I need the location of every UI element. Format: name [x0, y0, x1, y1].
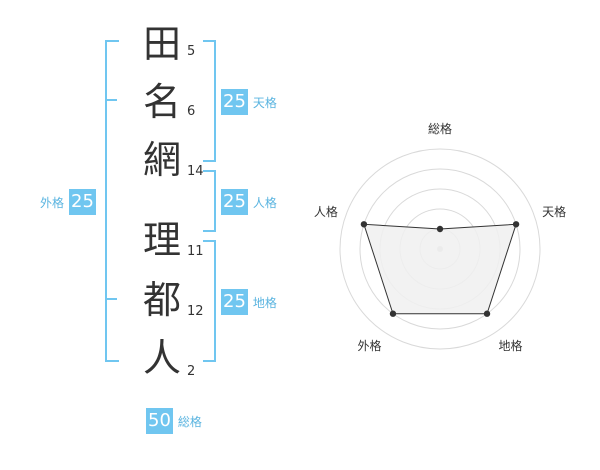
stroke-count-1: 5: [187, 44, 196, 59]
radar-area: [363, 223, 517, 315]
radar-point-3: [483, 310, 491, 317]
radar-point-1: [436, 225, 444, 233]
radar-axis-label-5: 人格: [314, 204, 338, 219]
radar-ring-5: [339, 148, 541, 350]
soukaku-badge: 50 総格: [146, 408, 202, 434]
name-char-3: 網: [142, 138, 181, 182]
radar-axis-label-4: 外格: [357, 338, 381, 353]
gaikaku-badge: 25 外格: [40, 189, 96, 215]
gaikaku-label: 外格: [40, 195, 65, 210]
gaikaku-bracket: [105, 40, 119, 362]
chikaku-label: 地格: [252, 295, 277, 310]
tenkaku-badge: 25 天格: [221, 89, 277, 115]
jinkaku-value: 25: [221, 189, 248, 215]
name-char-6: 人: [142, 336, 181, 380]
tenkaku-bracket: [203, 40, 216, 162]
name-char-4: 理: [142, 218, 181, 262]
radar-axis-label-3: 地格: [499, 338, 523, 353]
name-char-2: 名: [142, 80, 181, 124]
jinkaku-bracket: [203, 170, 216, 232]
radar-ring-4: [359, 168, 521, 330]
jinkaku-badge: 25 人格: [221, 189, 277, 215]
name-char-5: 都: [142, 278, 181, 322]
radar-axis-label-1: 総格: [428, 121, 452, 136]
stroke-count-2: 6: [187, 104, 196, 119]
gaikaku-bracket-tick-upper: [105, 99, 117, 101]
jinkaku-label: 人格: [252, 195, 277, 210]
gaikaku-bracket-tick-lower: [105, 298, 117, 300]
chikaku-bracket: [203, 240, 216, 362]
tenkaku-value: 25: [221, 89, 248, 115]
stroke-count-4: 11: [187, 244, 204, 259]
soukaku-label: 総格: [177, 414, 202, 429]
radar-point-4: [389, 310, 397, 317]
stroke-count-3: 14: [187, 164, 204, 179]
soukaku-value: 50: [146, 408, 173, 434]
name-char-1: 田: [142, 22, 181, 66]
radar-points: [360, 221, 520, 317]
tenkaku-label: 天格: [252, 95, 277, 110]
radar-axis-label-2: 天格: [542, 204, 566, 219]
stroke-count-5: 12: [187, 304, 204, 319]
gaikaku-value: 25: [69, 189, 96, 215]
radar-point-2: [512, 221, 520, 228]
radar-point-5: [360, 221, 368, 228]
chikaku-value: 25: [221, 289, 248, 315]
chikaku-badge: 25 地格: [221, 289, 277, 315]
stroke-count-6: 2: [187, 364, 196, 379]
